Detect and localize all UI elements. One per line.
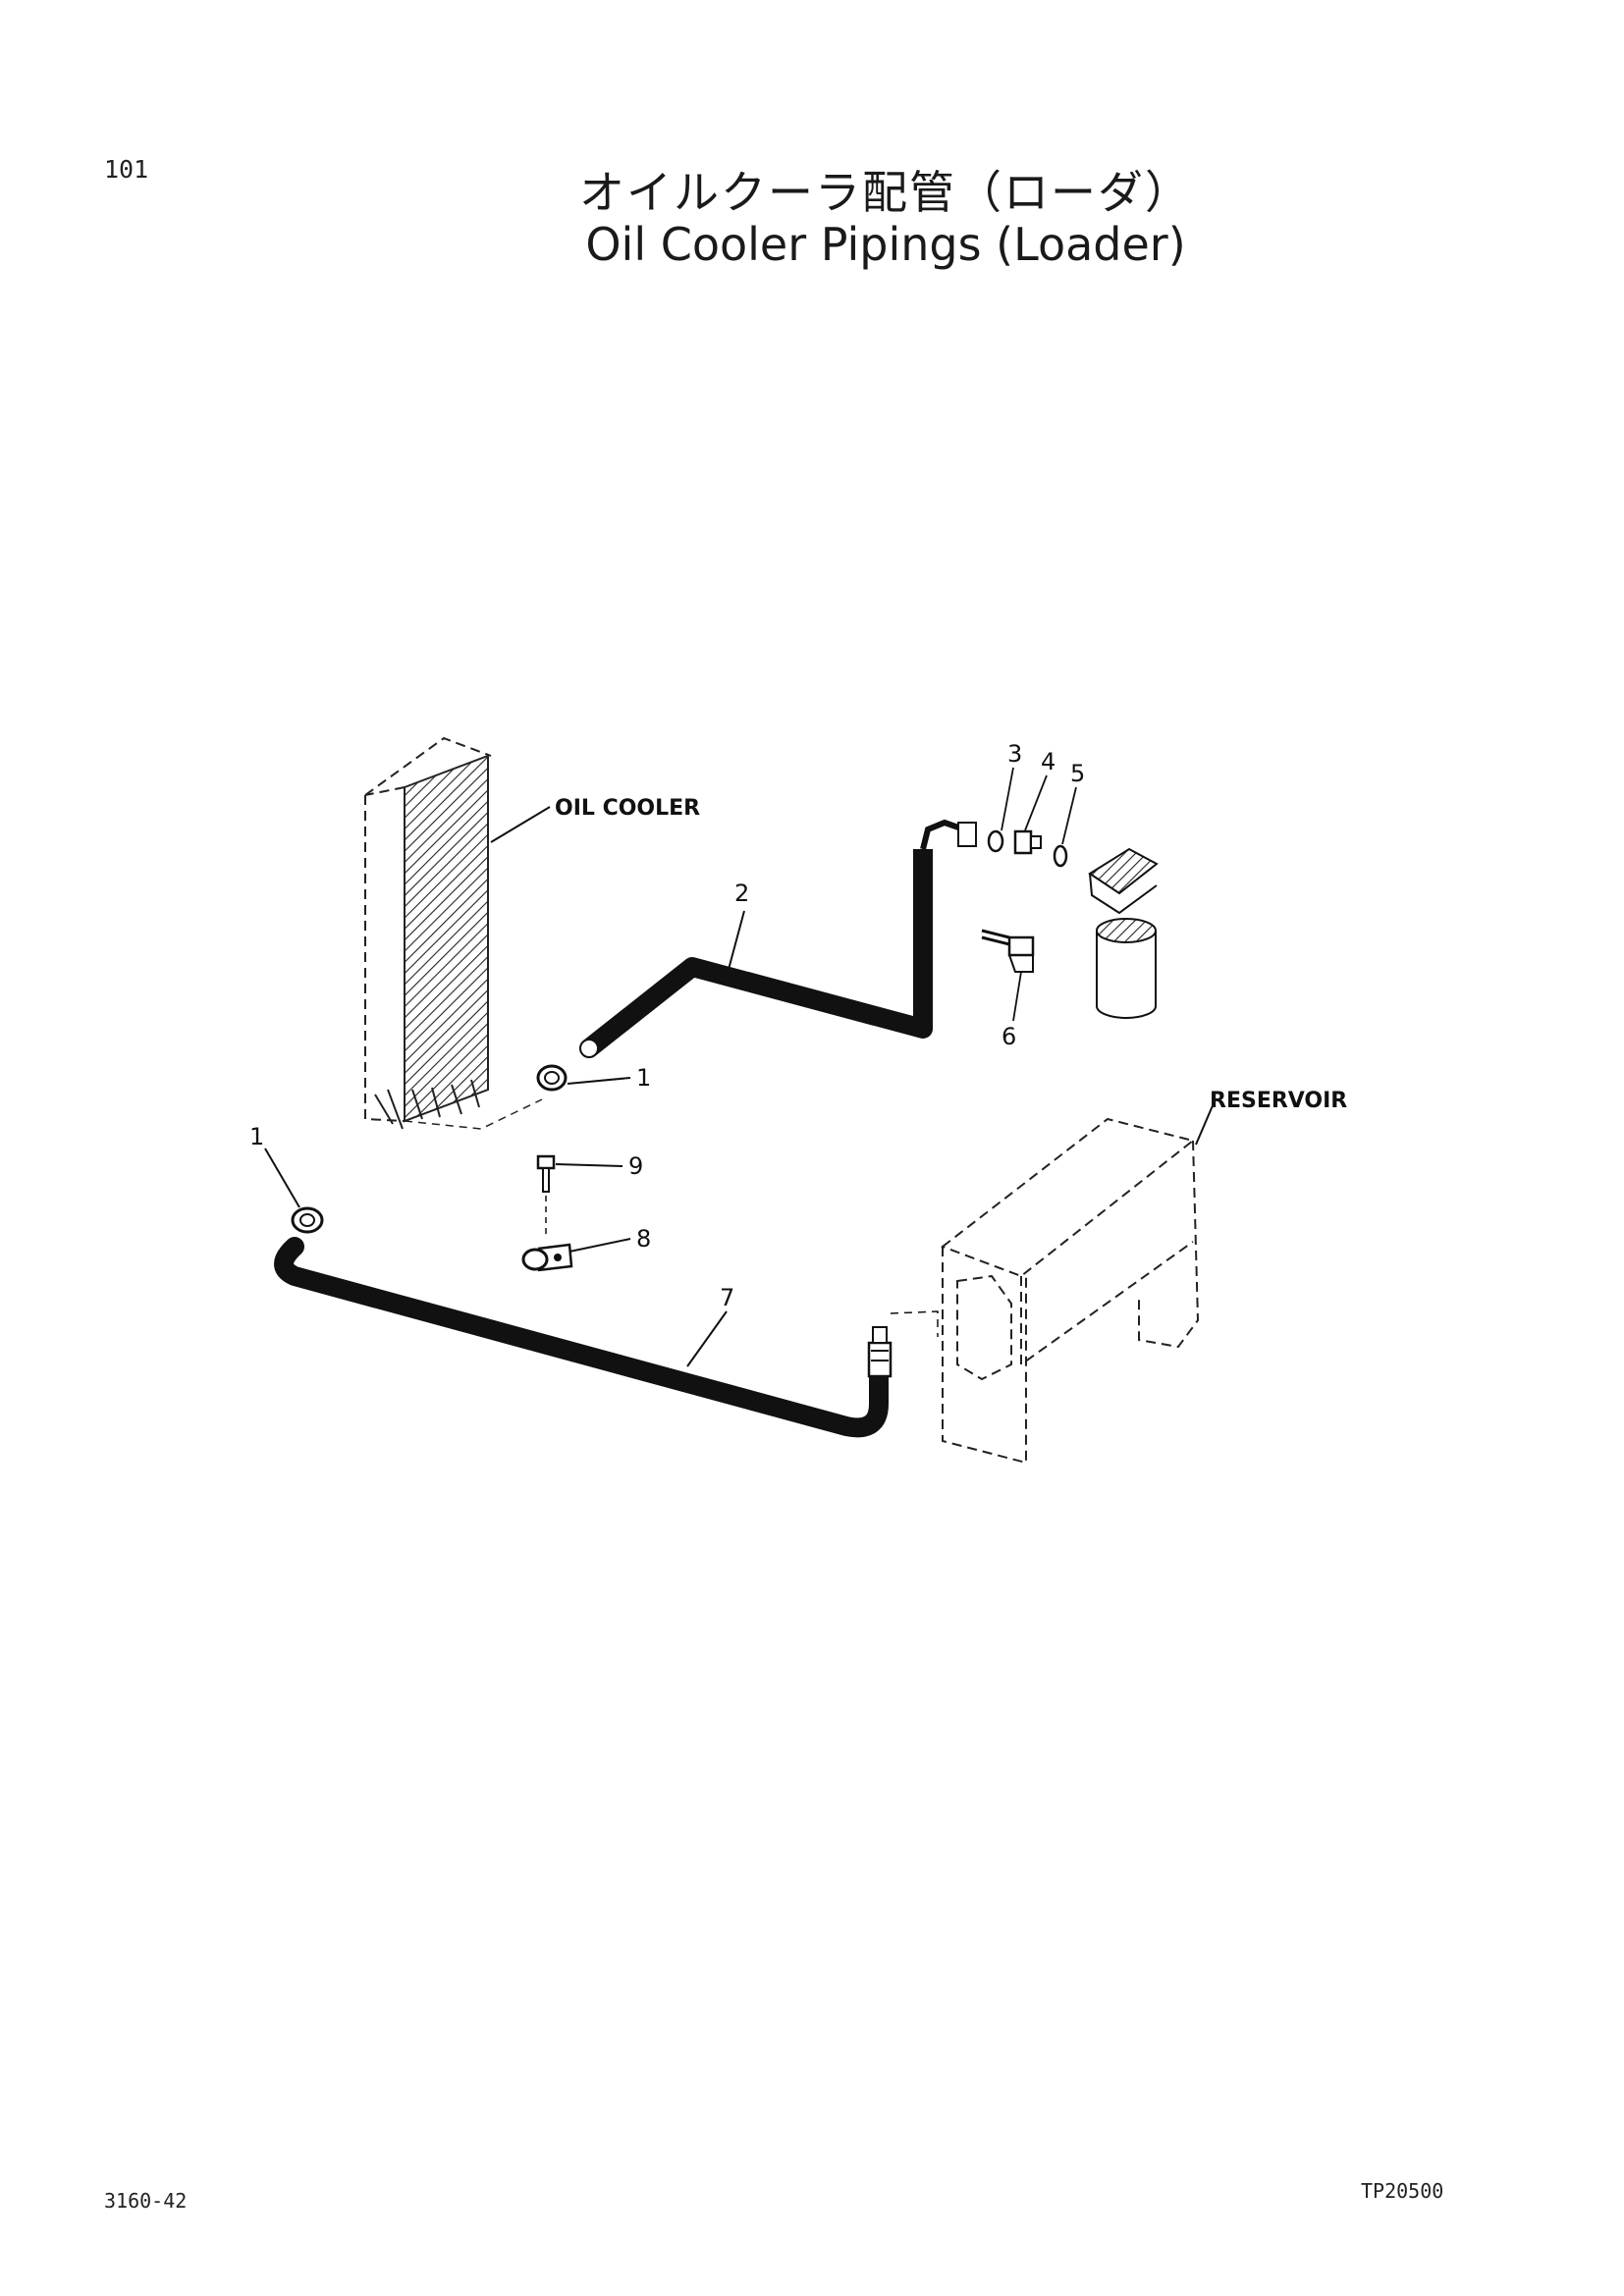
oil-cooler bbox=[364, 736, 543, 1130]
bolt-9 bbox=[536, 1154, 556, 1235]
clamp-1-upper bbox=[536, 1064, 568, 1092]
callout-3-leader bbox=[1001, 767, 1014, 831]
callout-7-leader bbox=[686, 1310, 728, 1367]
o-ring-3 bbox=[987, 829, 1004, 853]
page-title-japanese: オイルクーラ配管（ローダ） bbox=[579, 166, 1192, 219]
callout-5-leader bbox=[1061, 786, 1077, 845]
reservoir-label: RESERVOIR bbox=[1210, 1089, 1347, 1113]
callout-1-lower-leader bbox=[264, 1148, 300, 1208]
callout-1-upper: 1 bbox=[636, 1064, 651, 1092]
callout-1-upper-leader bbox=[567, 1077, 631, 1085]
callout-3: 3 bbox=[1007, 740, 1022, 768]
callout-8-leader bbox=[568, 1238, 631, 1253]
callout-7: 7 bbox=[720, 1284, 734, 1311]
page-title-english: Oil Cooler Pipings (Loader) bbox=[585, 218, 1186, 271]
clamp-1-lower bbox=[291, 1206, 324, 1234]
hose-7 bbox=[274, 1237, 939, 1438]
clamp-8 bbox=[521, 1243, 573, 1272]
oil-cooler-label: OIL COOLER bbox=[555, 796, 700, 821]
callout-1-lower: 1 bbox=[249, 1123, 264, 1150]
adapter-4 bbox=[1013, 829, 1042, 855]
callout-5: 5 bbox=[1070, 760, 1085, 787]
reservoir-leader bbox=[1195, 1102, 1215, 1146]
o-ring-5 bbox=[1053, 844, 1068, 868]
hose-2 bbox=[579, 819, 977, 1058]
footer-figure-code: TP20500 bbox=[1361, 2179, 1444, 2203]
oil-cooler-leader bbox=[490, 806, 551, 843]
reservoir bbox=[940, 1117, 1200, 1465]
filter-cap bbox=[1088, 847, 1159, 915]
callout-9-leader bbox=[555, 1163, 623, 1167]
callout-9: 9 bbox=[628, 1152, 643, 1180]
callout-6: 6 bbox=[1001, 1023, 1016, 1050]
footer-catalog-code: 3160-42 bbox=[104, 2189, 188, 2213]
callout-4-leader bbox=[1024, 774, 1048, 831]
callout-8: 8 bbox=[636, 1225, 651, 1253]
filter-element bbox=[1096, 918, 1157, 1019]
callout-2: 2 bbox=[734, 880, 749, 907]
page-number: 101 bbox=[104, 155, 149, 184]
callout-6-leader bbox=[1012, 971, 1022, 1022]
callout-4: 4 bbox=[1041, 748, 1056, 775]
callout-2-leader bbox=[726, 910, 745, 978]
bracket-6 bbox=[981, 929, 1035, 973]
